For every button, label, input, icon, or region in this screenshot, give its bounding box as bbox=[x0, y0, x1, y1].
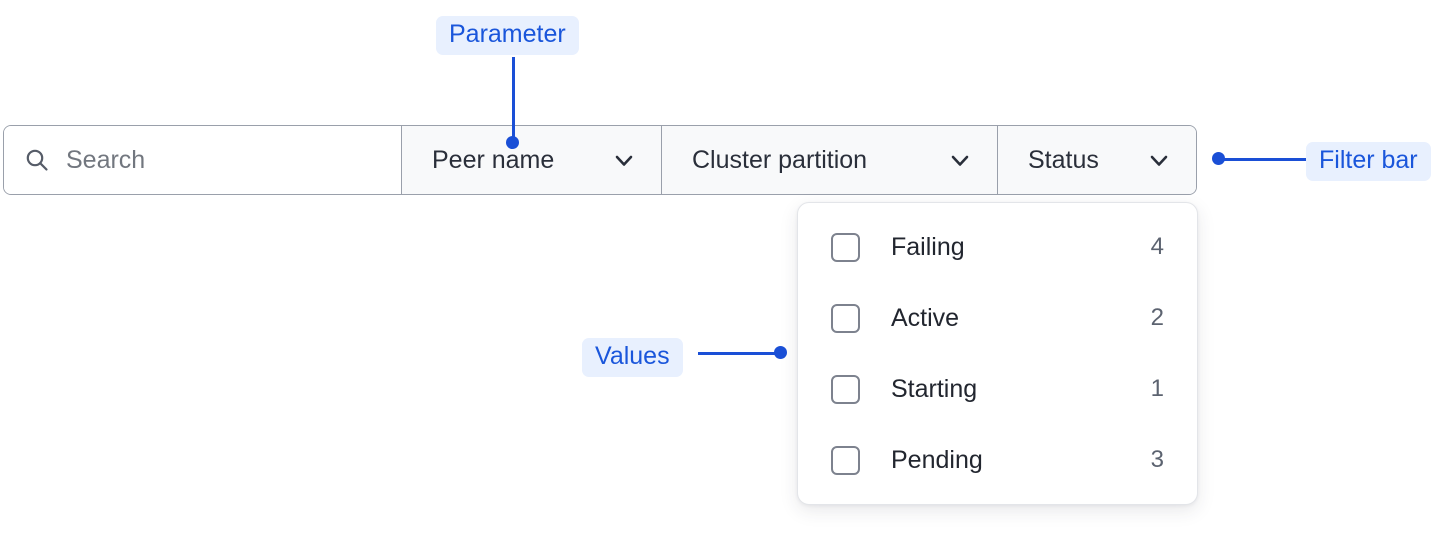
annotation-parameter-dot bbox=[506, 136, 519, 149]
list-item-label: Pending bbox=[891, 445, 983, 474]
list-item[interactable]: Active 2 bbox=[831, 296, 1164, 340]
status-filter-dropdown: Failing 4 Active 2 Starting 1 Pending 3 bbox=[797, 202, 1198, 505]
checkbox-pending[interactable] bbox=[831, 445, 860, 475]
chevron-down-icon[interactable] bbox=[611, 147, 637, 173]
annotation-filter-bar: Filter bar bbox=[1306, 142, 1431, 181]
list-item[interactable]: Failing 4 bbox=[831, 225, 1164, 269]
chevron-down-icon[interactable] bbox=[947, 147, 973, 173]
annotation-values-dot bbox=[774, 346, 787, 359]
annotation-parameter-connector bbox=[512, 57, 515, 143]
list-item-count: 4 bbox=[1150, 233, 1164, 260]
annotation-values: Values bbox=[582, 338, 683, 377]
list-item[interactable]: Starting 1 bbox=[831, 367, 1164, 411]
list-item-label: Starting bbox=[891, 374, 978, 403]
annotation-parameter: Parameter bbox=[436, 16, 579, 55]
list-item-count: 2 bbox=[1150, 304, 1164, 331]
annotation-filter-bar-dot bbox=[1212, 152, 1225, 165]
list-item[interactable]: Pending 3 bbox=[831, 438, 1164, 482]
search-input[interactable] bbox=[66, 145, 366, 175]
list-item-count: 1 bbox=[1150, 375, 1164, 402]
annotation-filter-bar-connector bbox=[1218, 158, 1306, 161]
checkbox-starting[interactable] bbox=[831, 374, 860, 404]
list-item-label: Active bbox=[891, 303, 960, 332]
chevron-down-icon[interactable] bbox=[1146, 147, 1172, 173]
list-item-label: Failing bbox=[891, 232, 965, 261]
checkbox-active[interactable] bbox=[831, 303, 860, 333]
filter-segment-peer-name-label: Peer name bbox=[432, 145, 555, 174]
filter-segment-status[interactable]: Status bbox=[997, 126, 1196, 194]
filter-segment-cluster-partition-label: Cluster partition bbox=[692, 145, 868, 174]
filter-segment-peer-name[interactable]: Peer name bbox=[402, 126, 661, 194]
annotation-values-connector bbox=[698, 352, 780, 355]
filter-segment-status-label: Status bbox=[1028, 145, 1099, 174]
checkbox-failing[interactable] bbox=[831, 232, 860, 262]
search-field[interactable] bbox=[4, 126, 402, 194]
filter-segment-cluster-partition[interactable]: Cluster partition bbox=[661, 126, 997, 194]
search-icon bbox=[24, 147, 50, 173]
filter-bar: Peer name Cluster partition Status bbox=[3, 125, 1197, 195]
list-item-count: 3 bbox=[1150, 446, 1164, 473]
